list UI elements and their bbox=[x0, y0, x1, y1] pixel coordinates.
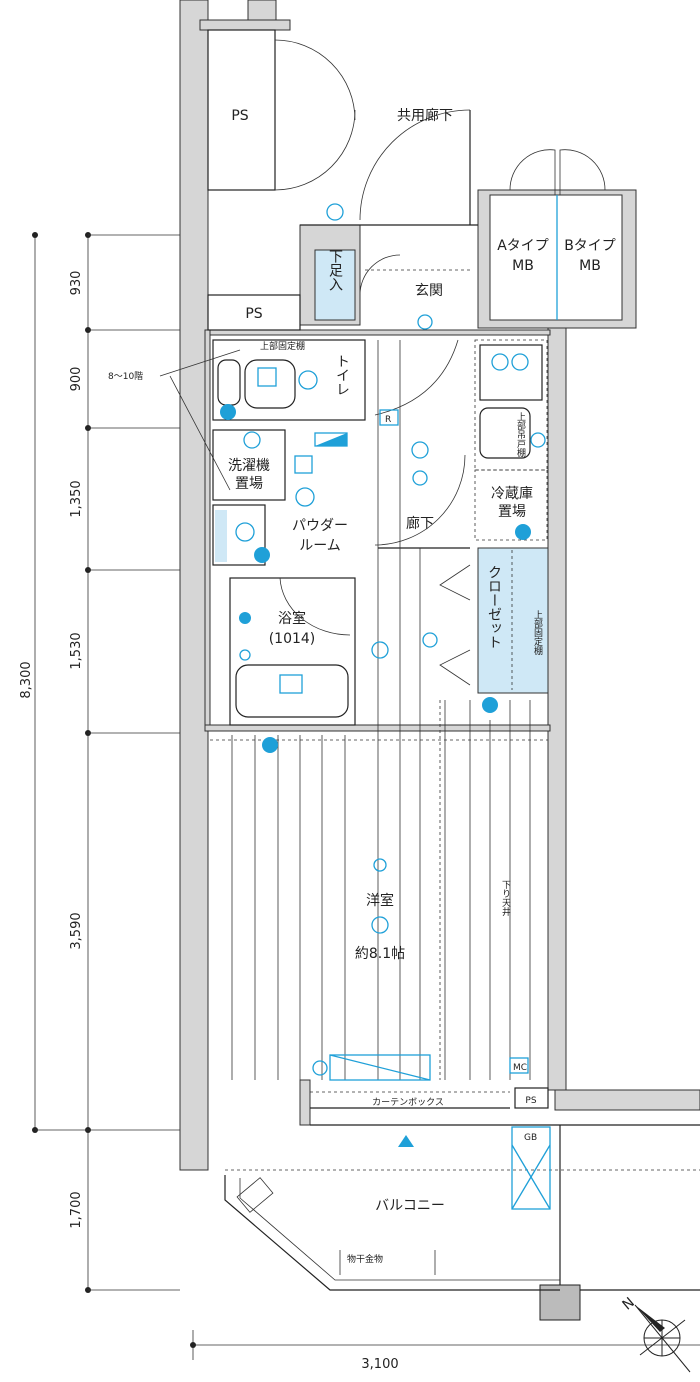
dim-segment: 1,700 bbox=[69, 1191, 84, 1228]
fridge-space bbox=[474, 469, 548, 541]
floors-note: 8～10階 bbox=[108, 371, 143, 382]
toilet-room bbox=[212, 339, 366, 421]
gas-boiler bbox=[511, 1126, 551, 1210]
dim-segment: 1,350 bbox=[69, 480, 84, 517]
dim-total-depth: 8,300 bbox=[19, 661, 34, 698]
intercom-icon bbox=[326, 203, 344, 221]
clothes-rack-label: 物干金物 bbox=[347, 1253, 383, 1265]
balcony-label: バルコニー bbox=[375, 1198, 445, 1214]
mb-b-label: MB bbox=[579, 258, 601, 274]
mb-a-type: Aタイプ bbox=[497, 238, 549, 254]
mc-label: MC bbox=[513, 1063, 527, 1073]
laundry-label-2: 置場 bbox=[235, 476, 263, 492]
fridge-label-1: 冷蔵庫 bbox=[491, 485, 533, 502]
balcony-edge bbox=[224, 1175, 560, 1291]
closet-shelf-label: 上部固定棚 bbox=[532, 610, 543, 656]
dim-segment: 900 bbox=[69, 367, 84, 392]
western-room-size: 約8.1帖 bbox=[355, 946, 405, 962]
fridge-label-2: 置場 bbox=[498, 504, 526, 520]
dim-width: 3,100 bbox=[361, 1357, 398, 1372]
gb-label: GB bbox=[524, 1133, 537, 1143]
mb-b-type: Bタイプ bbox=[564, 238, 616, 254]
ceiling-light-icon bbox=[371, 916, 389, 934]
shoe-storage bbox=[314, 249, 356, 321]
door-swing bbox=[274, 39, 356, 121]
kitchen bbox=[474, 339, 548, 471]
dim-segment: 1,530 bbox=[69, 632, 84, 669]
ps-top-label: PS bbox=[231, 108, 248, 124]
dimension-lines bbox=[32, 232, 700, 1360]
ps-bottom-label: PS bbox=[525, 1096, 536, 1106]
bathroom bbox=[229, 577, 356, 726]
mb-door-a bbox=[509, 149, 556, 195]
powder-room-label-2: ルーム bbox=[299, 538, 341, 554]
ps-top-room bbox=[207, 29, 276, 191]
lowered-ceiling-label: 下り天井 bbox=[500, 880, 511, 917]
bathroom-label: 浴室 bbox=[278, 610, 306, 627]
dim-segment: 930 bbox=[69, 271, 84, 296]
walls bbox=[179, 0, 700, 1321]
window-arrow-icon bbox=[398, 1135, 414, 1147]
hallway-label: 廊下 bbox=[406, 515, 434, 532]
entrance-door-swing bbox=[359, 109, 471, 221]
powder-room-label-1: パウダー bbox=[292, 518, 348, 534]
compass-north-label: N bbox=[620, 1295, 638, 1314]
curtain-box-label: カーテンボックス bbox=[372, 1097, 444, 1108]
dim-segment: 3,590 bbox=[69, 912, 84, 949]
closet bbox=[477, 547, 549, 694]
western-room-label: 洋室 bbox=[366, 892, 394, 909]
mb-door-b bbox=[559, 149, 606, 195]
laundry-area bbox=[212, 429, 286, 501]
toilet-shelf-label: 上部固定棚 bbox=[260, 340, 305, 352]
refrigerator-mark: R bbox=[385, 415, 391, 425]
common-corridor-label: 共用廊下 bbox=[397, 107, 453, 124]
toilet-label: トイレ bbox=[334, 354, 350, 396]
kitchen-shelf-label: 上部吊戸棚 bbox=[515, 412, 526, 458]
ps-mid-label: PS bbox=[245, 306, 262, 322]
shoe-storage-label: 下足入 bbox=[327, 249, 343, 291]
flooring-lines bbox=[231, 340, 531, 1080]
laundry-label-1: 洗濯機 bbox=[228, 458, 270, 474]
entrance-label: 玄関 bbox=[415, 282, 443, 299]
closet-label: クローゼット bbox=[486, 565, 502, 649]
mb-a-label: MB bbox=[512, 258, 534, 274]
compass-icon bbox=[634, 1304, 691, 1373]
bathroom-size: (1014) bbox=[269, 631, 316, 647]
bathtub bbox=[235, 664, 349, 718]
